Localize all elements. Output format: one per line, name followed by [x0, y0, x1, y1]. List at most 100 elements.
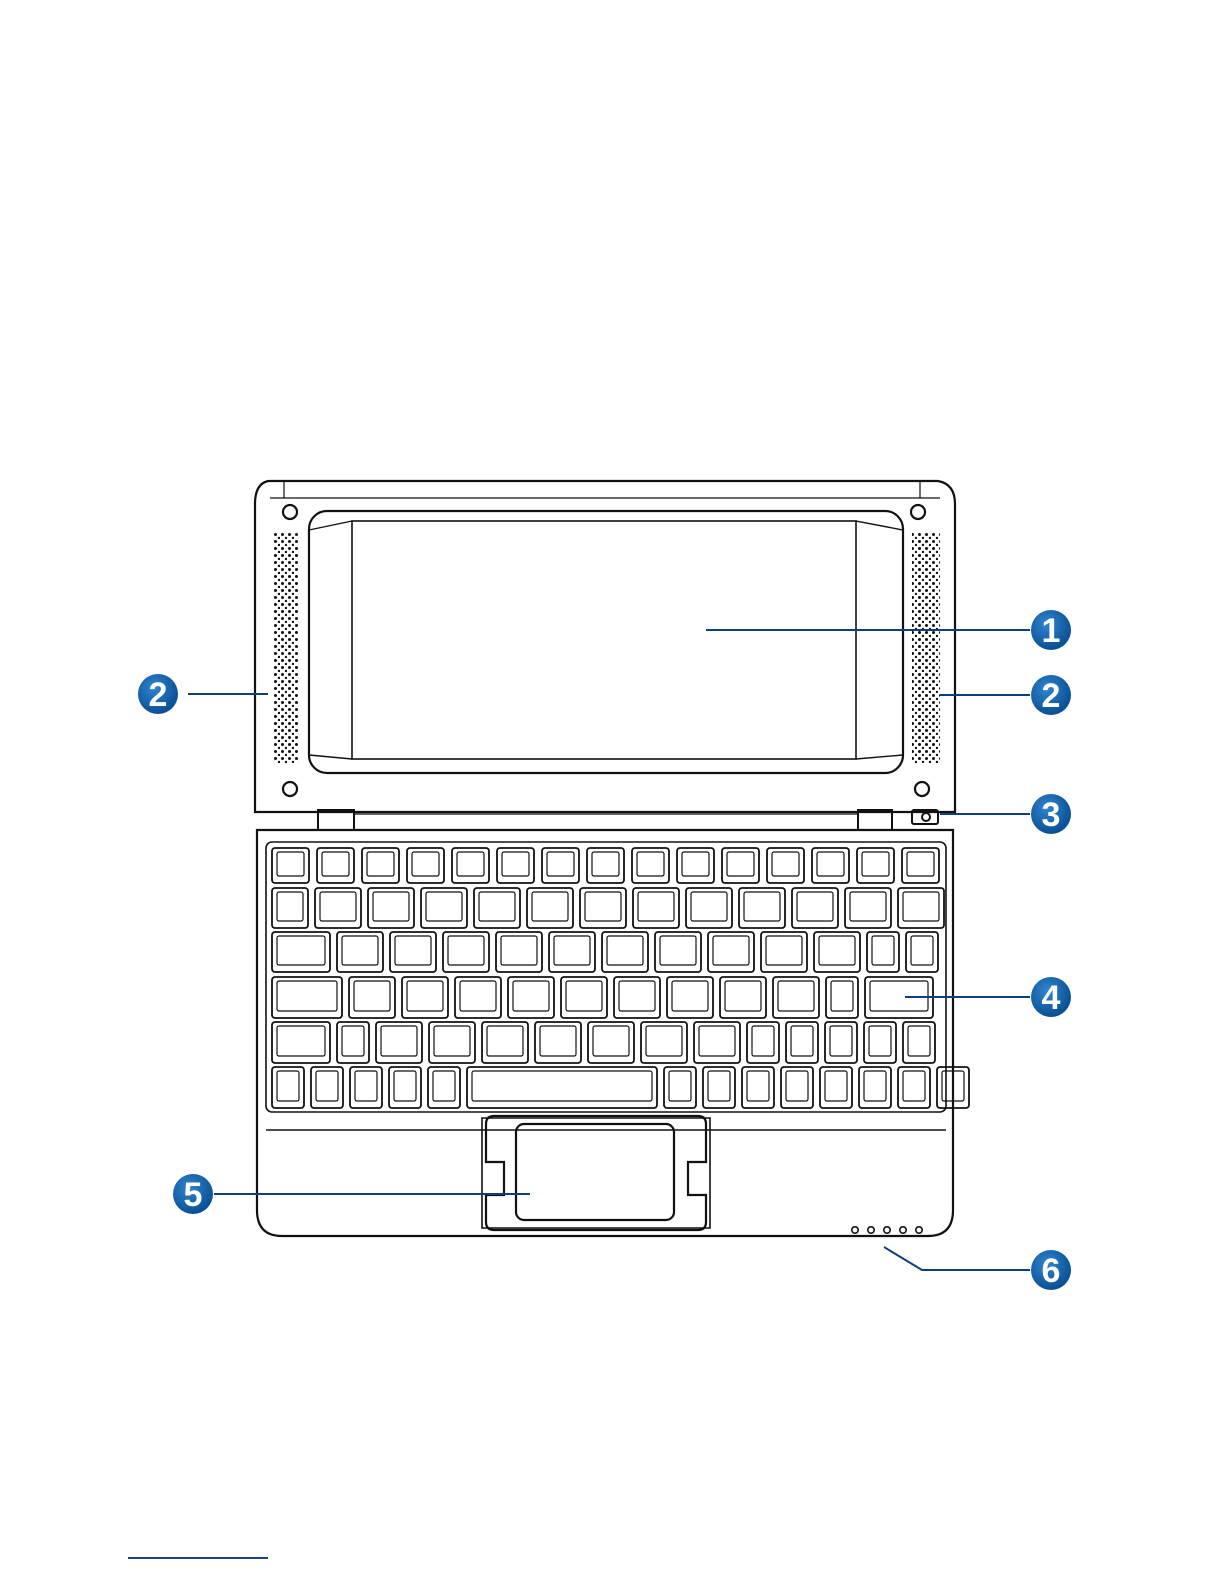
- keyboard-key: [587, 848, 624, 883]
- keyboard-key: [402, 977, 448, 1018]
- keyboard-key: [542, 848, 579, 883]
- keyboard-key: [902, 848, 939, 883]
- keyboard-key: [742, 1067, 774, 1108]
- hinge: [255, 810, 955, 830]
- keyboard-key: [655, 932, 701, 972]
- keyboard-key: [527, 888, 573, 928]
- keyboard-key: [429, 1022, 475, 1063]
- keyboard-key: [272, 848, 309, 883]
- keyboard-key: [452, 848, 489, 883]
- callout-2-right: 2: [1031, 675, 1071, 715]
- callout-6: 6: [1031, 1250, 1071, 1290]
- callout-5: 5: [173, 1174, 213, 1214]
- keyboard-key: [773, 977, 819, 1018]
- keyboard-key: [825, 1022, 857, 1063]
- display-screen: [309, 511, 903, 773]
- keyboard-key: [496, 932, 542, 972]
- screw-bottom-right: [915, 782, 929, 796]
- keyboard-key: [686, 888, 732, 928]
- keyboard-key: [667, 977, 713, 1018]
- keyboard-key: [421, 888, 467, 928]
- keyboard-key: [720, 977, 766, 1018]
- keyboard-key: [272, 932, 330, 972]
- keyboard-key: [455, 977, 501, 1018]
- keyboard-key: [641, 1022, 687, 1063]
- keyboard-key: [864, 1022, 896, 1063]
- keyboard-key: [362, 848, 399, 883]
- keyboard-key: [664, 1067, 696, 1108]
- callout-2-left: 2: [138, 674, 178, 714]
- keyboard-key: [633, 888, 679, 928]
- keyboard-key: [390, 932, 436, 972]
- callout-3: 3: [1031, 794, 1071, 834]
- keyboard-key: [317, 848, 354, 883]
- keyboard-key: [467, 1067, 657, 1108]
- svg-text:1: 1: [1042, 612, 1061, 650]
- speaker-left: [273, 533, 299, 763]
- keyboard-key: [677, 848, 714, 883]
- keyboard-key: [272, 1022, 330, 1063]
- keyboard-key: [906, 932, 938, 972]
- svg-text:5: 5: [184, 1176, 203, 1214]
- keyboard-key: [602, 932, 648, 972]
- keyboard-key: [845, 888, 891, 928]
- keyboard-key: [632, 848, 669, 883]
- callout-4: 4: [1031, 977, 1071, 1017]
- keyboard-key: [898, 888, 944, 928]
- footer-rule: [128, 1557, 268, 1559]
- laptop-lid: [255, 481, 955, 812]
- keyboard-key: [428, 1067, 460, 1108]
- keyboard-key: [311, 1067, 343, 1108]
- keyboard-key: [389, 1067, 421, 1108]
- keyboard-key: [580, 888, 626, 928]
- keyboard-key: [482, 1022, 528, 1063]
- keyboard-key: [820, 1067, 852, 1108]
- screw-bottom-left: [283, 782, 297, 796]
- keyboard-key: [898, 1067, 930, 1108]
- keyboard-key: [337, 932, 383, 972]
- keyboard-key: [561, 977, 607, 1018]
- keyboard-key: [368, 888, 414, 928]
- keyboard-key: [722, 848, 759, 883]
- keyboard-key: [549, 932, 595, 972]
- svg-text:2: 2: [1042, 677, 1061, 715]
- keyboard-key: [761, 932, 807, 972]
- keyboard-key: [694, 1022, 740, 1063]
- keyboard: [272, 848, 969, 1108]
- keyboard-key: [315, 888, 361, 928]
- svg-text:6: 6: [1042, 1252, 1061, 1290]
- keyboard-key: [739, 888, 785, 928]
- keyboard-key: [376, 1022, 422, 1063]
- keyboard-key: [349, 977, 395, 1018]
- keyboard-key: [703, 1067, 735, 1108]
- keyboard-key: [497, 848, 534, 883]
- keyboard-key: [535, 1022, 581, 1063]
- screw-top-right: [911, 505, 925, 519]
- keyboard-key: [859, 1067, 891, 1108]
- keyboard-key: [337, 1022, 369, 1063]
- keyboard-key: [767, 848, 804, 883]
- keyboard-key: [857, 848, 894, 883]
- svg-text:2: 2: [149, 676, 168, 714]
- keyboard-key: [588, 1022, 634, 1063]
- keyboard-key: [614, 977, 660, 1018]
- keyboard-key: [747, 1022, 779, 1063]
- speaker-right: [912, 533, 940, 763]
- keyboard-key: [708, 932, 754, 972]
- screw-top-left: [283, 505, 297, 519]
- keyboard-key: [407, 848, 444, 883]
- status-indicators: [852, 1227, 922, 1233]
- keyboard-key: [508, 977, 554, 1018]
- keyboard-key: [792, 888, 838, 928]
- keyboard-key: [814, 932, 860, 972]
- keyboard-key: [786, 1022, 818, 1063]
- keyboard-key: [826, 977, 858, 1018]
- keyboard-key: [350, 1067, 382, 1108]
- svg-text:3: 3: [1042, 796, 1061, 834]
- svg-text:4: 4: [1042, 979, 1061, 1017]
- keyboard-key: [272, 977, 342, 1018]
- keyboard-key: [781, 1067, 813, 1108]
- keyboard-key: [903, 1022, 935, 1063]
- keyboard-key: [474, 888, 520, 928]
